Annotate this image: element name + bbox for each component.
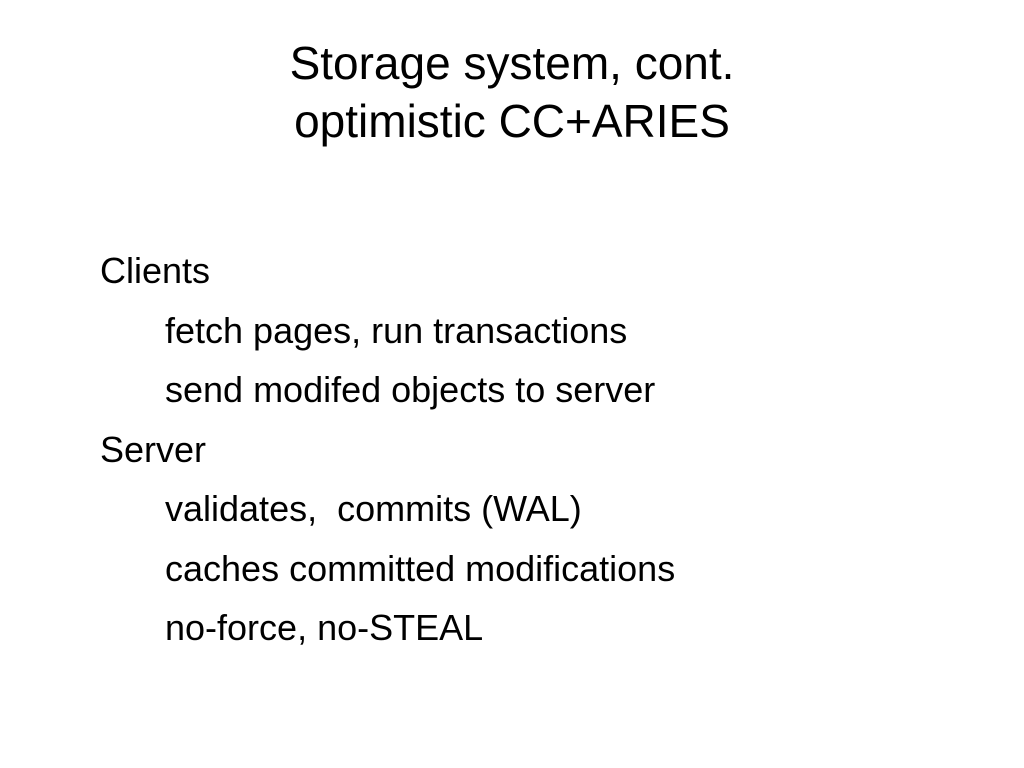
- bullet-no-force-no-steal: no-force, no-STEAL: [165, 607, 484, 648]
- slide-title-line-2: optimistic CC+ARIES: [294, 95, 730, 147]
- bullet-clients: Clients: [100, 250, 211, 291]
- bullet-validates-commits: validates, commits (WAL): [165, 488, 582, 529]
- bullet-server: Server: [100, 428, 207, 470]
- bullet-send-modified-objects: send modifed objects to server: [165, 369, 656, 410]
- slide-body: Clients fetch pages, run transactions se…: [100, 241, 980, 658]
- bullet-caches-committed: caches committed modifications: [165, 547, 676, 589]
- slide-title: Storage system, cont. optimistic CC+ARIE…: [0, 34, 1024, 150]
- bullet-fetch-pages: fetch pages, run transactions: [165, 309, 628, 351]
- slide-title-line-1: Storage system, cont.: [289, 37, 735, 89]
